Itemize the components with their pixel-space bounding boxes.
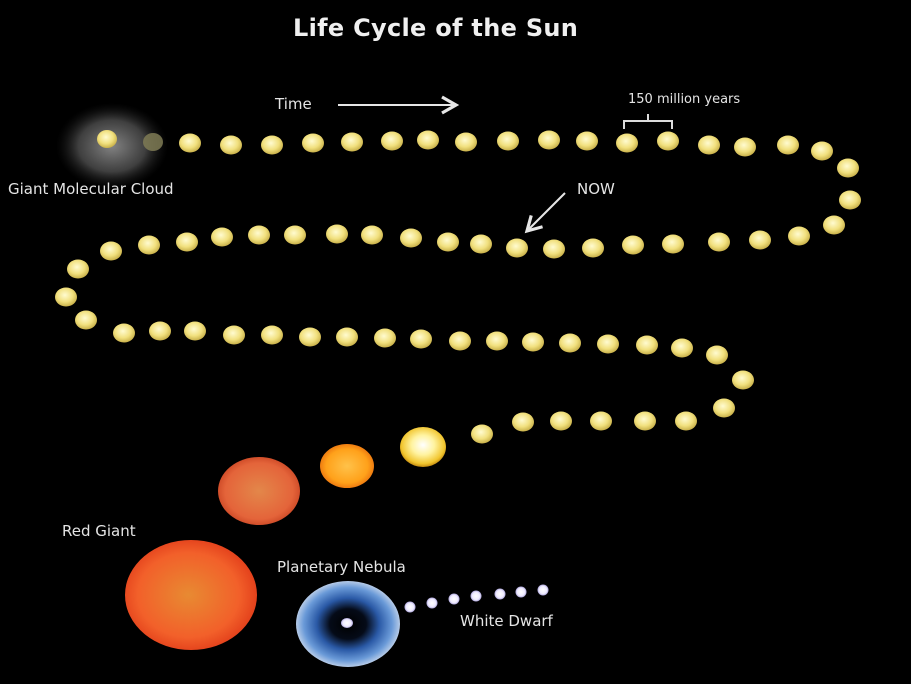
main-sequence-dot	[657, 131, 679, 151]
main-sequence-dot	[100, 241, 122, 261]
main-sequence-dot	[449, 331, 471, 351]
main-sequence-dot	[400, 228, 422, 248]
main-sequence-dot	[381, 131, 403, 151]
main-sequence-dot	[361, 225, 383, 245]
main-sequence-dot	[184, 321, 206, 341]
main-sequence-dot	[179, 133, 201, 153]
main-sequence-dot	[777, 135, 799, 155]
main-sequence-dot	[341, 132, 363, 152]
main-sequence-dot	[538, 130, 560, 150]
time-label: Time	[275, 95, 312, 113]
white-dwarf-label: White Dwarf	[460, 612, 553, 630]
main-sequence-dot	[597, 334, 619, 354]
white-dwarf-dot	[448, 593, 460, 605]
red-giant-star	[125, 540, 257, 650]
orange-star	[320, 444, 374, 488]
giant-molecular-cloud-label: Giant Molecular Cloud	[8, 180, 174, 198]
main-sequence-dot	[248, 225, 270, 245]
main-sequence-dot	[326, 224, 348, 244]
white-dwarf-dots	[404, 584, 549, 613]
planetary-nebula-label: Planetary Nebula	[277, 558, 406, 576]
planetary-nebula	[296, 581, 400, 667]
main-sequence-dot	[497, 131, 519, 151]
main-sequence-dot	[75, 310, 97, 330]
main-sequence-dot	[636, 335, 658, 355]
main-sequence-dot	[223, 325, 245, 345]
main-sequence-dot	[706, 345, 728, 365]
main-sequence-dot	[470, 234, 492, 254]
white-dwarf-dot	[426, 597, 438, 609]
main-sequence-dot	[261, 135, 283, 155]
main-sequence-dot	[67, 259, 89, 279]
main-sequence-dot	[149, 321, 171, 341]
giant-molecular-cloud	[56, 103, 168, 189]
main-sequence-dot	[788, 226, 810, 246]
white-dwarf-dot	[515, 586, 527, 598]
main-sequence-dot	[634, 411, 656, 431]
main-sequence-dot	[732, 370, 754, 390]
main-sequence-dot	[543, 239, 565, 259]
now-label: NOW	[577, 180, 615, 198]
main-sequence-dot	[839, 190, 861, 210]
expanding-star	[218, 457, 300, 525]
main-sequence-dot	[138, 235, 160, 255]
main-sequence-dot	[713, 398, 735, 418]
main-sequence-dot	[55, 287, 77, 307]
main-sequence-dot	[698, 135, 720, 155]
main-sequence-dot	[336, 327, 358, 347]
main-sequence-dot	[176, 232, 198, 252]
scale-label: 150 million years	[628, 92, 741, 107]
main-sequence-dot	[550, 411, 572, 431]
main-sequence-dot	[576, 131, 598, 151]
main-sequence-dot	[211, 227, 233, 247]
white-dwarf-dot	[470, 590, 482, 602]
page-title: Life Cycle of the Sun	[293, 14, 579, 42]
main-sequence-dot	[811, 141, 833, 161]
main-sequence-dot	[455, 132, 477, 152]
main-sequence-dot	[734, 137, 756, 157]
main-sequence-dot	[590, 411, 612, 431]
now-dot	[506, 238, 528, 258]
white-dwarf-dot	[494, 588, 506, 600]
main-sequence-dot	[837, 158, 859, 178]
main-sequence-dot	[675, 411, 697, 431]
main-sequence-dot	[486, 331, 508, 351]
main-sequence-dots	[55, 130, 861, 444]
main-sequence-dot	[302, 133, 324, 153]
now-arrow-icon	[524, 192, 566, 234]
main-sequence-dot	[662, 234, 684, 254]
main-sequence-dot	[616, 133, 638, 153]
main-sequence-dot	[437, 232, 459, 252]
main-sequence-dot	[512, 412, 534, 432]
white-dwarf-dot	[404, 601, 416, 613]
main-sequence-dot	[671, 338, 693, 358]
main-sequence-dot	[708, 232, 730, 252]
main-sequence-dot	[522, 332, 544, 352]
main-sequence-dot	[261, 325, 283, 345]
main-sequence-dot	[299, 327, 321, 347]
bright-yellow-star	[400, 427, 446, 467]
white-dwarf-dot	[537, 584, 549, 596]
main-sequence-dot	[284, 225, 306, 245]
main-sequence-dot	[559, 333, 581, 353]
main-sequence-dot	[113, 323, 135, 343]
main-sequence-dot	[471, 424, 493, 444]
main-sequence-dot	[749, 230, 771, 250]
main-sequence-dot	[622, 235, 644, 255]
main-sequence-dot	[417, 130, 439, 150]
main-sequence-dot	[823, 215, 845, 235]
main-sequence-dot	[220, 135, 242, 155]
main-sequence-dot	[374, 328, 396, 348]
red-giant-label: Red Giant	[62, 522, 136, 540]
scale-brace-icon	[623, 114, 673, 129]
main-sequence-dot	[582, 238, 604, 258]
main-sequence-dot	[410, 329, 432, 349]
